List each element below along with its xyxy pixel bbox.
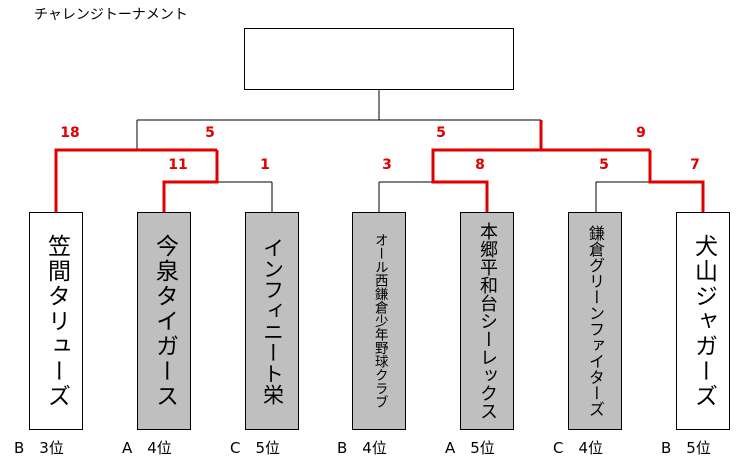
tamaizumi-win-line: [162, 150, 219, 212]
champion-box: [244, 28, 514, 90]
seed-inuyama: B 5位: [661, 439, 711, 457]
hongo-win-line: [431, 148, 541, 212]
team-name-infinito: インフィニート栄: [260, 237, 285, 405]
team-box-nishikamakura: オール西鎌倉少年野球クラブ: [352, 212, 406, 430]
team-name-inuyama: 犬山ジャガーズ: [690, 233, 717, 409]
team-box-kasama: 笠間タリューズ: [29, 212, 83, 430]
team-name-nishikamakura: オール西鎌倉少年野球クラブ: [371, 233, 388, 409]
kasama-win-line: [54, 148, 137, 212]
score-nishikamakura: 3: [382, 157, 392, 173]
bracket-black-lines: [136, 90, 650, 212]
score-green: 5: [599, 157, 609, 173]
score-right-winner: 9: [636, 125, 646, 141]
team-box-hongo: 本郷平和台シーレックス: [460, 212, 514, 430]
score-hongo-side: 5: [436, 125, 446, 141]
seed-kasama: B 3位: [14, 439, 64, 457]
team-name-tamaizumi: 今泉タイガース: [151, 233, 178, 409]
team-box-green: 鎌倉グリーンファイターズ: [568, 212, 622, 430]
bracket-title: チャレンジトーナメント: [34, 7, 188, 23]
seed-infinito: C 5位: [230, 439, 281, 457]
right-semi-win-line: [539, 120, 650, 152]
inuyama-win-line: [648, 150, 705, 212]
score-hongo: 8: [475, 157, 485, 173]
score-inuyama: 7: [690, 157, 700, 173]
score-kasama: 18: [60, 125, 80, 141]
team-box-tamaizumi: 今泉タイガース: [137, 212, 191, 430]
team-box-inuyama: 犬山ジャガーズ: [676, 212, 730, 430]
score-infinito: 1: [260, 157, 270, 173]
seed-hongo: A 5位: [445, 439, 495, 457]
seed-green: C 4位: [553, 439, 604, 457]
team-name-kasama: 笠間タリューズ: [43, 233, 70, 409]
team-name-green: 鎌倉グリーンファイターズ: [586, 225, 605, 417]
score-tamaizumi: 11: [168, 157, 188, 173]
seed-tamaizumi: A 4位: [122, 439, 172, 457]
seed-nishikamakura: B 4位: [337, 439, 387, 457]
bracket-red-lines: [54, 120, 705, 212]
score-left-winner: 5: [205, 125, 215, 141]
team-name-hongo: 本郷平和台シーレックス: [477, 222, 498, 420]
team-box-infinito: インフィニート栄: [245, 212, 299, 430]
